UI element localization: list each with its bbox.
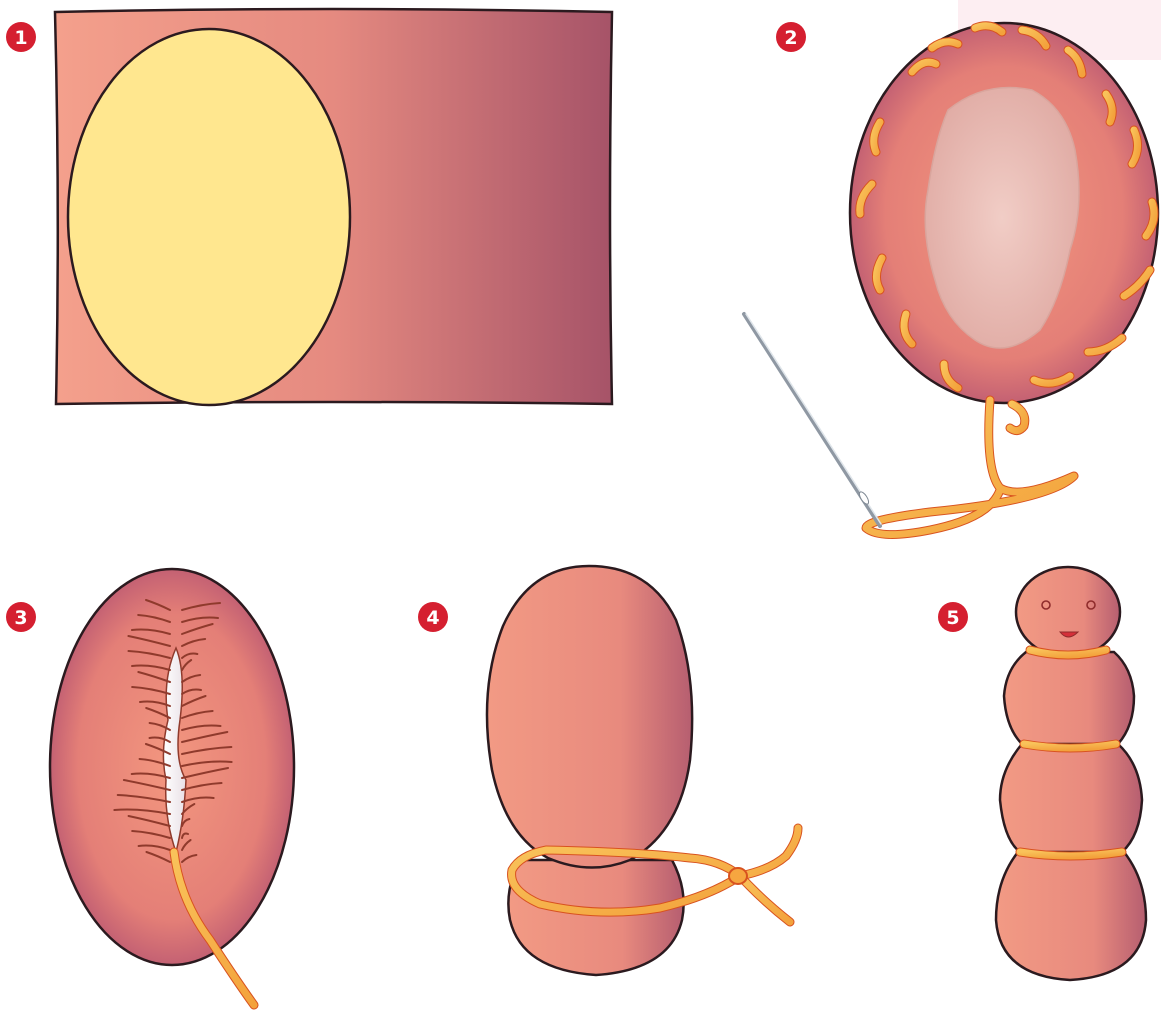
middle-segment: [1000, 744, 1142, 852]
tie-knot: [729, 868, 747, 884]
step-3-gathered-pouch-panel: [50, 569, 294, 1005]
bottom-segment: [996, 852, 1146, 980]
lower-tie-band-core: [1020, 852, 1122, 856]
loose-thread-core: [866, 400, 1074, 535]
step-badge-5-number: 5: [946, 607, 959, 629]
step-badge-4: 4: [418, 602, 448, 632]
oval-cutout-template: [68, 29, 350, 405]
step-4-tied-body-panel: [487, 566, 798, 975]
lower-ball: [508, 860, 683, 975]
tie-thread-end-down-core: [740, 876, 790, 922]
head: [1016, 567, 1120, 657]
waist-tie-band-core: [1024, 744, 1116, 748]
step-1-fabric-panel: [55, 9, 612, 405]
step-2-stitching-panel: [744, 23, 1158, 535]
upper-segment: [1004, 652, 1134, 744]
sewing-needle: [744, 314, 881, 526]
step-5-finished-figure-panel: [996, 567, 1146, 980]
upper-egg: [487, 566, 692, 868]
step-badge-1-number: 1: [14, 27, 27, 49]
step-badge-3: 3: [6, 602, 36, 632]
step-badge-4-number: 4: [426, 607, 439, 629]
step-badge-3-number: 3: [14, 607, 27, 629]
step-badge-2: 2: [776, 22, 806, 52]
step-badge-5: 5: [938, 602, 968, 632]
step-badge-1: 1: [6, 22, 36, 52]
tie-thread-end-up-core: [740, 828, 798, 876]
step-badge-2-number: 2: [784, 27, 797, 49]
